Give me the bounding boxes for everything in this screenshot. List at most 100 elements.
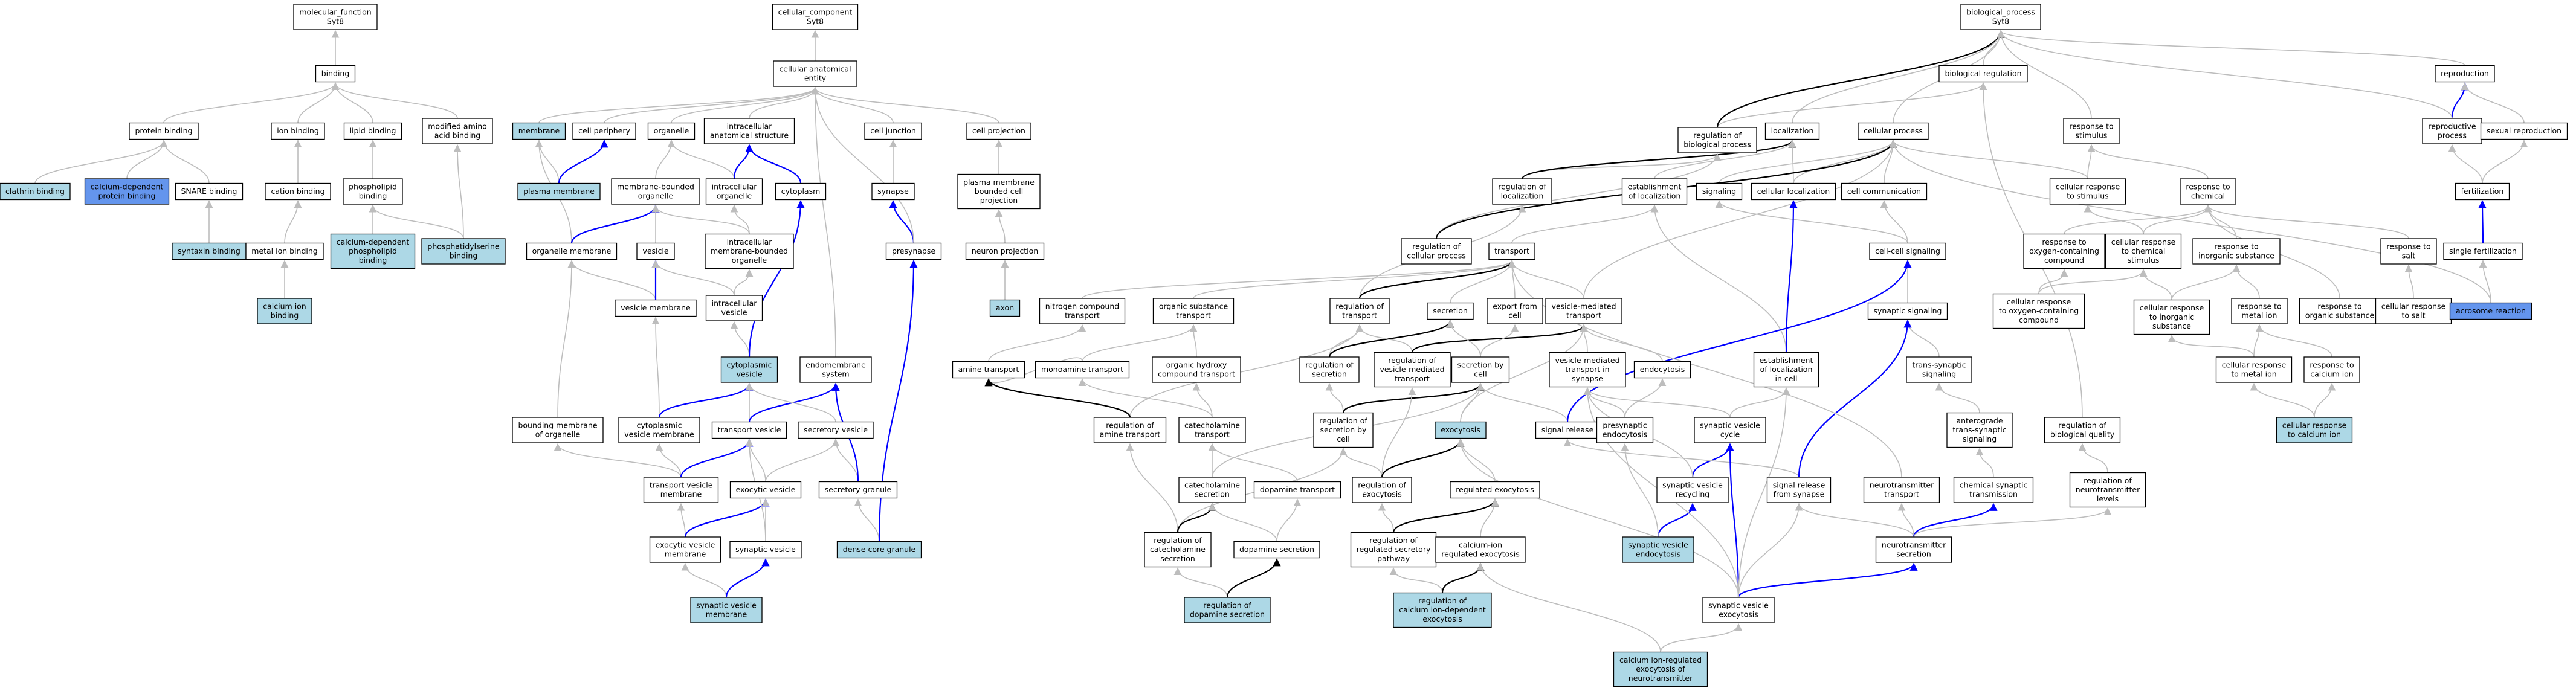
term-node-acrosome-reaction[interactable]: acrosome reaction [2449,302,2532,320]
term-node-axon[interactable]: axon [989,299,1021,317]
term-node-cell-projection[interactable]: cell projection [966,122,1031,140]
term-node-signal-release[interactable]: signal release [1535,421,1600,439]
term-node-synaptic-vesicle[interactable]: synaptic vesicle [729,541,802,559]
term-node-sexual-reproduction[interactable]: sexual reproduction [2480,122,2568,140]
term-node-dopamine-transport[interactable]: dopamine transport [1253,481,1341,499]
term-node-membrane[interactable]: membrane [512,122,566,140]
term-node-snare-binding[interactable]: SNARE binding [175,182,244,201]
term-node-biological-regulation[interactable]: biological regulation [1938,65,2028,83]
term-node-metal-ion-binding[interactable]: metal ion binding [245,242,324,260]
term-node-cell-periphery[interactable]: cell periphery [572,122,636,140]
term-node-secretory-vesicle[interactable]: secretory vesicle [798,421,874,439]
term-node-endocytosis[interactable]: endocytosis [1633,361,1691,379]
term-node-exocytosis[interactable]: exocytosis [1435,421,1487,439]
term-node-secretory-granule[interactable]: secretory granule [818,481,898,499]
term-node-lipid-binding[interactable]: lipid binding [343,122,402,140]
term-node-fertilization[interactable]: fertilization [2455,182,2510,201]
term-node-cellular-localization[interactable]: cellular localization [1751,182,1836,201]
term-node-cytoplasm[interactable]: cytoplasm [775,182,827,201]
term-node-neuron-projection[interactable]: neuron projection [965,242,1045,260]
term-node-monoamine-transport[interactable]: monoamine transport [1035,361,1130,379]
term-node-organelle-membrane[interactable]: organelle membrane [526,242,618,260]
term-node-transport-vesicle[interactable]: transport vesicle [711,421,787,439]
term-node-transport[interactable]: transport [1488,242,1535,260]
term-node-vesicle[interactable]: vesicle [636,242,675,260]
term-node-single-fertilization[interactable]: single fertilization [2443,242,2523,260]
term-node-exocytic-vesicle[interactable]: exocytic vesicle [729,481,802,499]
term-node-plasma-membrane[interactable]: plasma membrane [517,182,601,201]
term-node-organelle[interactable]: organelle [647,122,696,140]
term-node-dense-core-granule[interactable]: dense core granule [836,541,922,559]
term-node-localization[interactable]: localization [1764,122,1820,140]
term-node-protein-binding[interactable]: protein binding [129,122,199,140]
term-node-synaptic-signaling[interactable]: synaptic signaling [1867,302,1948,320]
term-node-ion-binding[interactable]: ion binding [271,122,325,140]
term-node-cation-binding[interactable]: cation binding [265,182,331,201]
term-node-cell-communication[interactable]: cell communication [1841,182,1928,201]
term-node-cell-junction[interactable]: cell junction [864,122,922,140]
term-node-cell-cell-signaling[interactable]: cell-cell signaling [1869,242,1946,260]
